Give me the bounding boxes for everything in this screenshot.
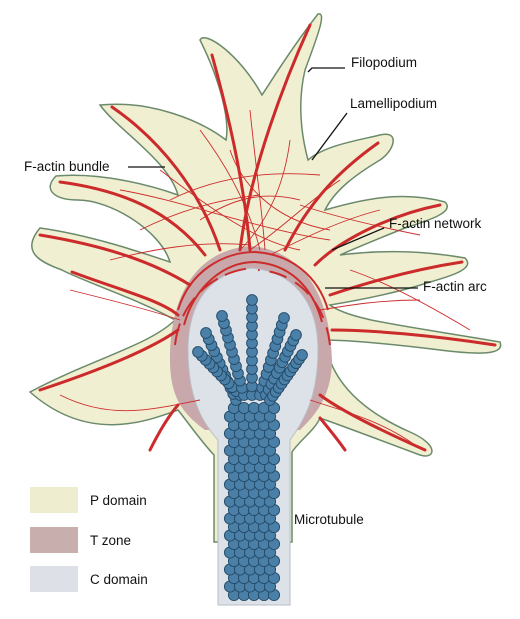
microtubule-bead <box>200 327 212 339</box>
lamellipodium-label: Lamellipodium <box>350 96 437 111</box>
microtubule-bead <box>278 312 290 324</box>
microtubule-bundle <box>192 294 308 602</box>
microtubule-bead <box>296 349 308 361</box>
microtubule-bead <box>247 401 261 415</box>
microtubule-label: Microtubule <box>294 512 364 527</box>
legend-swatch-c-domain <box>30 566 78 592</box>
legend-swatch-p-domain <box>30 487 78 513</box>
microtubule-bead <box>246 294 258 306</box>
legend-label-t-zone: T zone <box>90 533 131 548</box>
filopodium-leader <box>307 67 345 73</box>
legend-swatch-t-zone <box>30 527 78 553</box>
microtubule-bead <box>290 329 302 341</box>
legend-label-c-domain: C domain <box>90 572 148 587</box>
legend-label-p-domain: P domain <box>90 493 147 508</box>
factin-bundle-label: F-actin bundle <box>24 159 110 174</box>
filopodium-label: Filopodium <box>351 55 417 70</box>
factin-bundles <box>38 23 497 452</box>
factin-network-label: F-actin network <box>389 216 482 231</box>
factin-network <box>59 109 471 446</box>
microtubule-bead <box>192 346 204 358</box>
lamellipodium-leader <box>311 112 348 161</box>
factin-network-leader <box>331 227 385 251</box>
factin-arc-label: F-actin arc <box>423 279 487 294</box>
legend: P domain T zone C domain <box>30 487 148 592</box>
microtubule-bead <box>216 310 228 322</box>
